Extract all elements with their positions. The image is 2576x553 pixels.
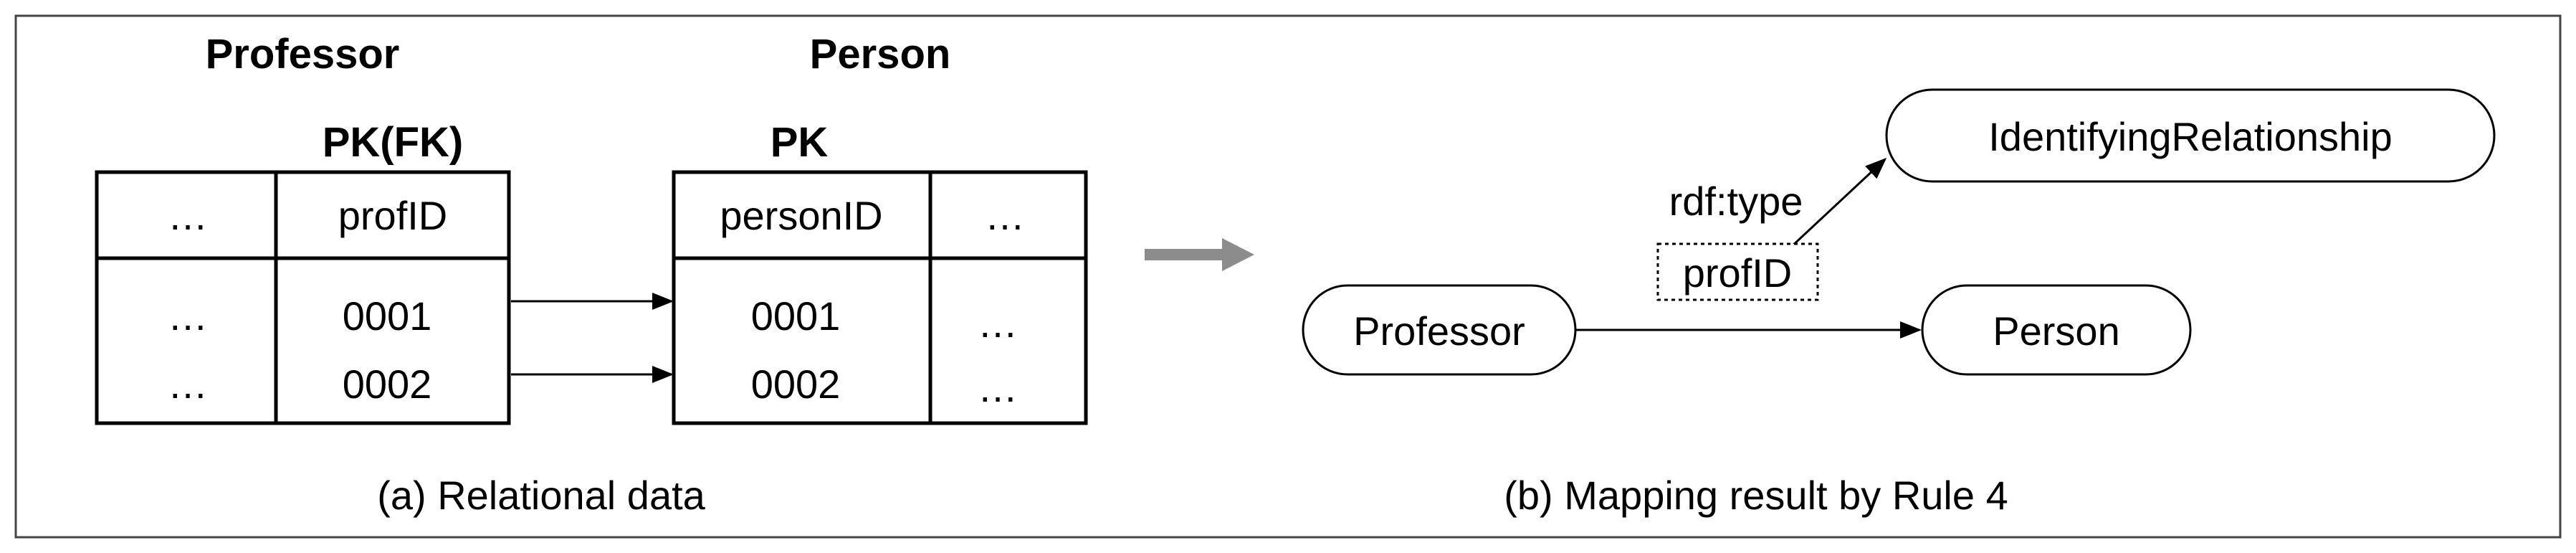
caption-a: (a) Relational data: [377, 473, 705, 518]
mapping-result-panel: IdentifyingRelationship Professor Person…: [1302, 88, 2496, 518]
professor-row2-profid: 0002: [343, 361, 432, 407]
person-row2-personid: 0002: [751, 361, 841, 407]
transition-arrow: [1145, 238, 1254, 271]
node-identifyingrelationship-label: IdentifyingRelationship: [1988, 114, 2392, 159]
person-header-ellipsis: …: [985, 193, 1025, 238]
node-person: [1921, 284, 2192, 376]
professor-row1-ellipsis: …: [168, 293, 208, 339]
professor-key-label: PK(FK): [323, 119, 464, 166]
professor-row1-profid: 0001: [343, 293, 432, 339]
edge-profid-label: profID: [1683, 250, 1793, 296]
professor-row2-ellipsis: …: [168, 361, 208, 407]
person-table-title: Person: [810, 31, 951, 77]
person-header-personid: personID: [720, 193, 882, 238]
professor-header-ellipsis: …: [168, 193, 208, 238]
professor-table-title: Professor: [206, 31, 400, 77]
caption-b: (b) Mapping result by Rule 4: [1504, 473, 2008, 518]
node-identifyingrelationship: [1885, 88, 2496, 183]
person-table-frame: [672, 170, 1088, 425]
person-row1-ellipsis: …: [978, 301, 1018, 346]
person-key-label: PK: [771, 119, 829, 166]
edge-rdf-type-label: rdf:type: [1669, 179, 1803, 224]
node-person-label: Person: [1993, 308, 2119, 354]
person-row2-ellipsis: …: [978, 365, 1018, 410]
relational-data-panel: Professor Person PK(FK) PK … profID … 00…: [95, 31, 1088, 518]
professor-table: … profID … 0001 … 0002: [95, 170, 511, 425]
person-table: personID … 0001 … 0002 …: [672, 170, 1088, 425]
professor-table-frame: [95, 170, 511, 425]
node-professor-label: Professor: [1353, 308, 1525, 354]
figure-border: [14, 14, 2562, 539]
professor-header-profid: profID: [338, 193, 448, 238]
person-row1-personid: 0001: [751, 293, 841, 339]
edge-rdf-type: [1788, 157, 1887, 250]
edge-profid-label-box: [1656, 242, 1819, 301]
